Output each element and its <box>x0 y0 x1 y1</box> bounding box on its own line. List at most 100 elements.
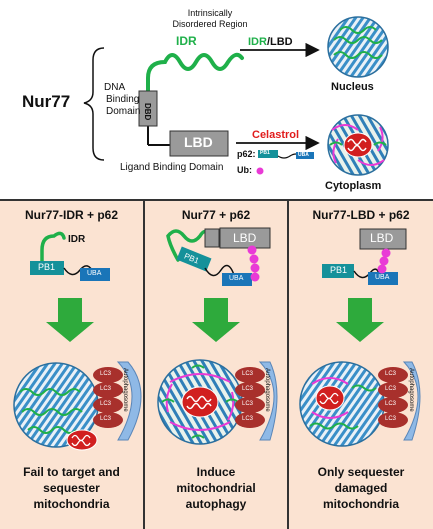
panel-2-pb1-box <box>176 246 212 272</box>
panel-1-outcome-line-1: Fail to target and <box>23 465 120 479</box>
panel-3-pb1-label: PB1 <box>330 265 348 275</box>
legend-ub-dot <box>256 167 264 175</box>
panel-1-lc3-stack <box>93 367 123 428</box>
panel-3-uba-label: UBA <box>375 274 390 281</box>
dbd-desc-line-3: Domain <box>106 106 141 117</box>
panel-3-ub-chain <box>377 248 391 274</box>
idr-squiggle <box>146 52 244 94</box>
panel-2-autophagosome <box>258 361 278 441</box>
panel-2-autophagosome-label: Autophagosome <box>264 368 270 412</box>
panel-3-lc3-3: LC3 <box>385 401 397 407</box>
lbd-description: Ligand Binding Domain <box>120 162 224 173</box>
panel-3-outcome: Only sequester damaged mitochondria <box>289 464 433 512</box>
panel-1-autophagosome-label: Autophagosome <box>122 368 128 412</box>
panel-1-outcome-line-3: mitochondria <box>33 497 110 511</box>
panel-2-outcome-line-3: autophagy <box>185 497 247 511</box>
panel-3-lc3-2: LC3 <box>385 386 397 392</box>
panel-2-ub-chain <box>247 245 260 282</box>
idr-desc-line-2: Disordered Region <box>172 19 248 29</box>
panel-2-lbd-box <box>219 227 271 249</box>
panel-1-idr-squiggle <box>40 231 66 264</box>
panel-1-bg <box>0 201 143 529</box>
dbd-box <box>138 90 158 127</box>
panel-1-pb1-label: PB1 <box>38 262 56 272</box>
idr-label: IDR <box>176 34 197 48</box>
panel-1-graphics <box>13 231 142 451</box>
celastrol-label: Celastrol <box>252 129 300 141</box>
arrow1-label: IDR/LBD <box>248 36 293 48</box>
panel-2-dbd-box <box>204 228 220 248</box>
panel-3-lc3-stack <box>378 367 408 428</box>
legend-uba-text: UBA <box>298 152 309 158</box>
panel-3-lbd-tag: LBD <box>370 231 394 245</box>
panel-2-lc3-4: LC3 <box>242 416 254 422</box>
panel-3-autophagosome <box>402 361 421 441</box>
lbd-box <box>169 130 229 157</box>
dbd-desc-line-2: Binding <box>106 94 140 105</box>
panel-1-outcome-line-2: sequester <box>43 481 100 495</box>
panel-divider-2 <box>287 201 289 529</box>
panel-2-outcome-line-1: Induce <box>196 465 236 479</box>
arrow1-idr: IDR <box>248 36 267 48</box>
protein-name: Nur77 <box>22 92 71 111</box>
cytoplasm-label: Cytoplasm <box>325 180 382 192</box>
panel-3-title: Nur77-LBD + p62 <box>312 208 410 222</box>
arrow1-sep: / <box>266 36 271 48</box>
panel-2-lbd-tag: LBD <box>233 231 257 245</box>
panel-1-uba-label: UBA <box>87 270 102 277</box>
panel-2-uba-box <box>222 273 252 286</box>
panel-3-autophagosome-label: Autophagosome <box>408 368 414 412</box>
panel-2-lc3-3: LC3 <box>242 401 254 407</box>
panel-1-lc3-4: LC3 <box>100 416 112 422</box>
panel-2-graphics <box>157 227 278 445</box>
lbd-label: LBD <box>184 134 213 150</box>
panel-2-idr-squiggle <box>166 229 212 262</box>
cytoplasm-aggregate <box>327 114 389 176</box>
legend-pb1-box <box>258 150 278 158</box>
dbd-label: DBD <box>143 103 152 121</box>
arrow1-lbd: LBD <box>270 36 293 48</box>
panel-3-outcome-line-2: damaged <box>334 481 388 495</box>
idr-description: Intrinsically Disordered Region <box>150 8 270 30</box>
panel-3-lc3-1: LC3 <box>385 371 397 377</box>
panel-2-outcome-line-2: mitochondrial <box>176 481 256 495</box>
panel-2-lc3-2: LC3 <box>242 386 254 392</box>
legend-uba-box <box>296 152 314 159</box>
idr-desc-line-1: Intrinsically <box>187 8 233 18</box>
panel-divider-1 <box>143 201 145 529</box>
panel-2-outcome: Induce mitochondrial autophagy <box>145 464 287 512</box>
panel-1-lc3-3: LC3 <box>100 401 112 407</box>
legend-ub-label: Ub: <box>237 165 252 175</box>
panel-3-graphics <box>299 228 421 447</box>
panel-3-down-arrow <box>336 298 384 342</box>
panel-1-uba-box <box>80 268 110 281</box>
nucleus-label: Nucleus <box>331 81 374 93</box>
panel-3-outcome-line-1: Only sequester <box>317 465 405 479</box>
domain-brace <box>83 47 105 161</box>
panel-2-lc3-stack <box>235 367 265 428</box>
panel-2-uba-label: UBA <box>229 275 244 282</box>
panel-2-lc3-1: LC3 <box>242 371 254 377</box>
panel-2-down-arrow <box>192 298 240 342</box>
panel-3-lbd-box <box>359 228 407 250</box>
panel-1-autophagosome <box>116 361 142 441</box>
panel-1-pb1-box <box>30 261 64 275</box>
dbd-desc-line-1: DNA <box>104 82 126 93</box>
panel-1-down-arrow <box>46 298 94 342</box>
panel-1-title: Nur77-IDR + p62 <box>24 208 119 222</box>
panel-3-outcome-line-3: mitochondria <box>322 497 399 511</box>
panel-1-lc3-1: LC3 <box>100 371 112 377</box>
panel-3-lc3-4: LC3 <box>385 416 397 422</box>
panel-3-pb1-box <box>322 264 354 278</box>
panel-3-uba-box <box>368 272 398 285</box>
legend-pb1-text: PB1 <box>260 150 270 156</box>
panel-2-title: Nur77 + p62 <box>181 208 251 222</box>
panel-1-outcome: Fail to target and sequester mitochondri… <box>0 464 143 512</box>
panel-1-idr-tag: IDR <box>68 234 86 245</box>
dbd-description: DNA Binding Domain <box>104 82 140 118</box>
legend-p62-label: p62: <box>237 149 256 159</box>
panel-1-lc3-2: LC3 <box>100 386 112 392</box>
nucleus-aggregate <box>327 16 389 78</box>
